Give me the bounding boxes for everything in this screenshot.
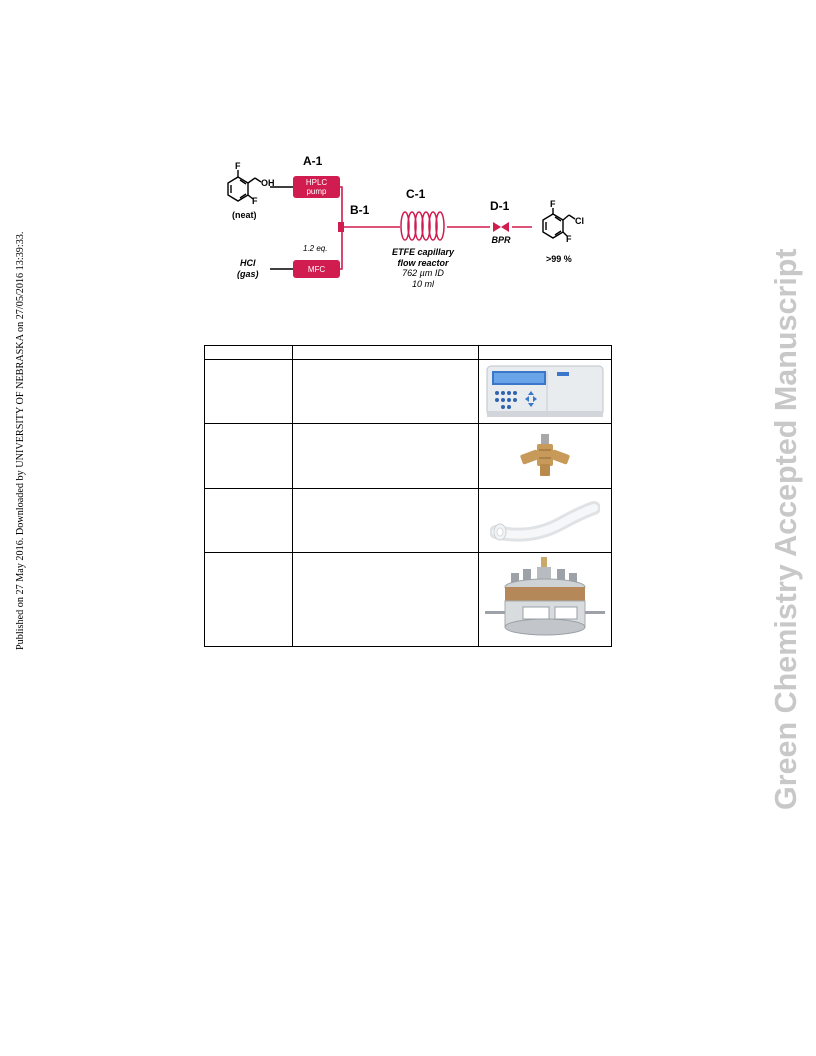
table-row	[203, 488, 612, 553]
hcl-label: HCl	[240, 258, 256, 268]
cell	[292, 552, 480, 647]
cell	[203, 488, 294, 553]
tee-mixer-icon	[520, 434, 570, 476]
atom-f-top: F	[235, 161, 241, 171]
product-atom-f-top: F	[550, 199, 556, 209]
hplc-pump-box	[293, 176, 340, 198]
mfc-box	[293, 260, 340, 278]
label-b1: B-1	[350, 203, 370, 217]
publication-notice: Published on 27 May 2016. Downloaded by …	[15, 210, 26, 650]
table-row	[203, 423, 612, 489]
reactor-line3: 762 µm ID	[402, 268, 444, 278]
capillary-tubing-icon	[490, 500, 601, 542]
back-pressure-regulator-icon	[485, 556, 606, 635]
cell	[203, 423, 294, 489]
atom-f-bottom: F	[252, 196, 258, 206]
bpr-valve-symbol	[493, 222, 501, 232]
flow-lines	[340, 186, 532, 270]
label-d1: D-1	[490, 199, 510, 213]
table-row	[203, 359, 612, 424]
mfc-label: MFC	[308, 265, 326, 274]
hplc-label: HPLC	[306, 178, 328, 187]
yield-label: >99 %	[546, 254, 572, 264]
neat-label: (neat)	[232, 210, 257, 220]
pump-label: pump	[306, 187, 327, 196]
hplc-pump-icon	[486, 365, 604, 417]
header-cell	[478, 345, 612, 360]
header-cell	[203, 345, 294, 360]
equiv-label: 1.2 eq.	[303, 244, 327, 253]
image-cell	[478, 552, 612, 647]
cell	[292, 423, 480, 489]
cell	[203, 359, 294, 424]
label-c1: C-1	[406, 187, 426, 201]
tee-mixer-symbol	[338, 222, 344, 232]
image-cell	[478, 488, 612, 553]
reactor-line4: 10 ml	[412, 279, 435, 289]
reactor-line1: ETFE capillary	[392, 247, 455, 257]
watermark-text: Green Chemistry Accepted Manuscript	[769, 248, 803, 810]
table-header-row	[203, 345, 612, 360]
header-cell	[292, 345, 480, 360]
difluorobenzyl-chloride-structure	[542, 208, 576, 239]
publication-notice-text: Published on 27 May 2016. Downloaded by …	[15, 231, 26, 650]
product-atom-f-bottom: F	[566, 234, 572, 244]
flow-scheme: F OH F (neat) HCl (gas) A-1 HPLC pump 1.…	[227, 154, 584, 289]
atom-cl: Cl	[575, 216, 584, 226]
bpr-label: BPR	[491, 235, 511, 245]
atom-oh: OH	[261, 178, 275, 188]
difluorobenzyl-alcohol-structure	[227, 170, 262, 202]
cell	[292, 359, 480, 424]
gas-label: (gas)	[237, 269, 259, 279]
image-cell	[478, 423, 612, 489]
equipment-table	[203, 345, 612, 647]
reactor-line2: flow reactor	[397, 258, 449, 268]
watermark: Green Chemistry Accepted Manuscript	[768, 240, 808, 810]
coil-reactor-symbol	[400, 211, 445, 241]
table-row	[203, 552, 612, 647]
cell	[292, 488, 480, 553]
image-cell	[478, 359, 612, 424]
cell	[203, 552, 294, 647]
label-a1: A-1	[303, 154, 323, 168]
